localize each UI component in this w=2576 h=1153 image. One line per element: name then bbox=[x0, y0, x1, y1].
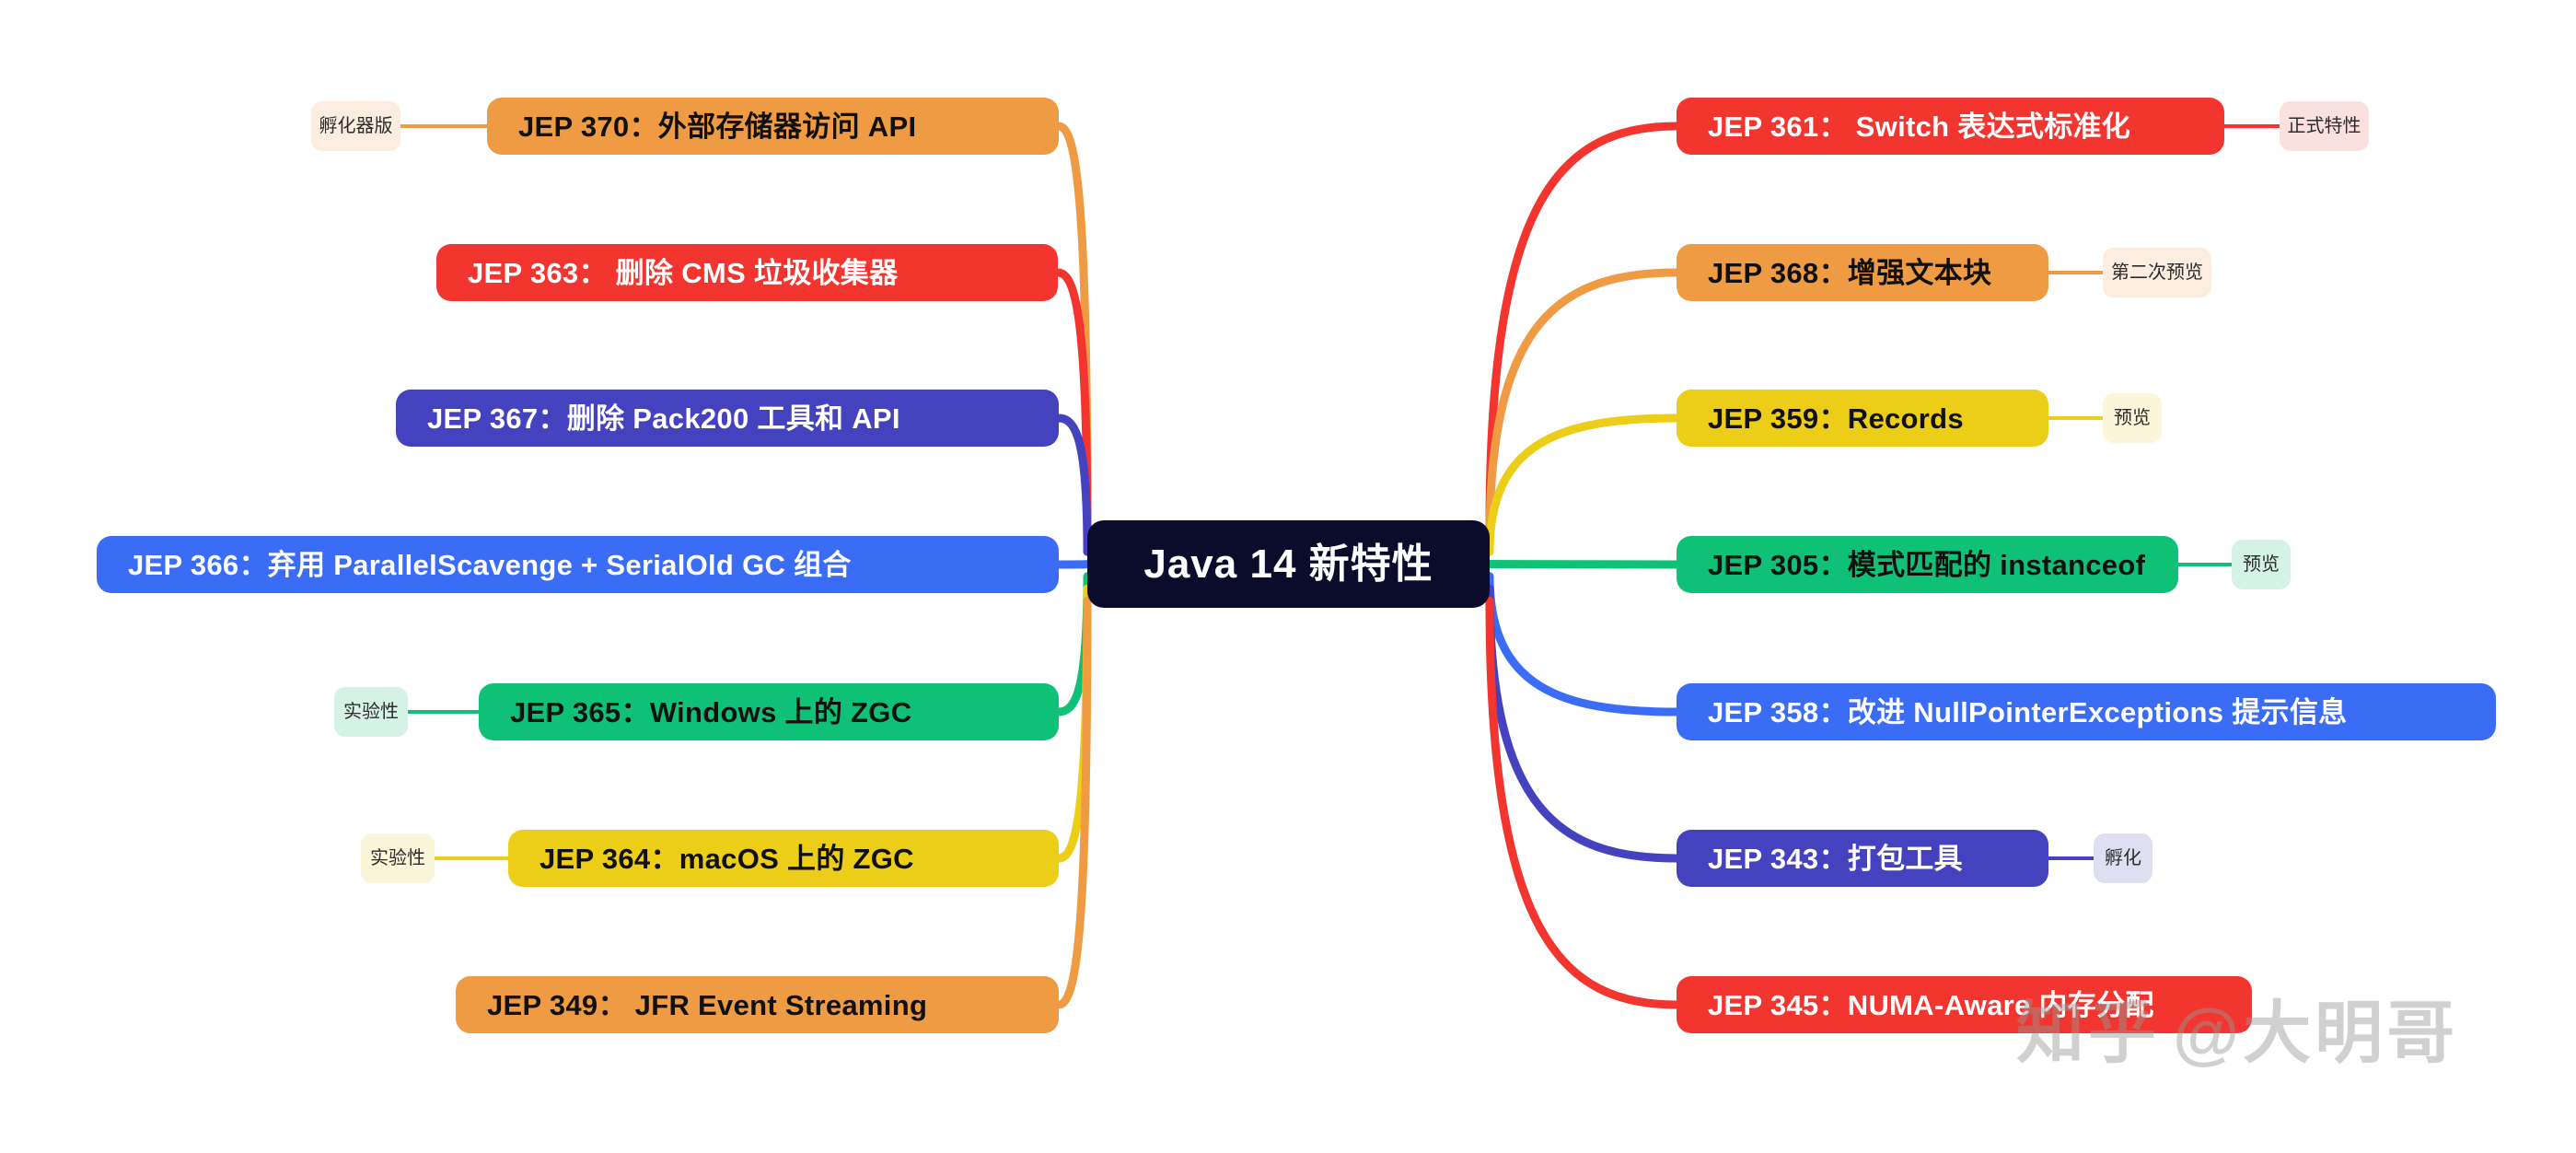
branch-tag-label: 实验性 bbox=[370, 848, 425, 868]
branch-node[interactable]: JEP 366：弃用 ParallelScavenge + SerialOld … bbox=[97, 536, 1059, 593]
branch-tag[interactable]: 实验性 bbox=[361, 833, 435, 883]
branch-node-label: JEP 366：弃用 ParallelScavenge + SerialOld … bbox=[128, 548, 852, 581]
branch-tag-label: 第二次预览 bbox=[2111, 262, 2203, 283]
branch-node[interactable]: JEP 370：外部存储器访问 API bbox=[487, 98, 1059, 155]
branch-connector bbox=[1054, 584, 1092, 863]
branch-node-label: JEP 364：macOS 上的 ZGC bbox=[540, 842, 914, 875]
branch-node-label: JEP 358：改进 NullPointerExceptions 提示信息 bbox=[1708, 695, 2348, 728]
branch-tag[interactable]: 孵化 bbox=[2094, 833, 2152, 883]
branch-node[interactable]: JEP 361： Switch 表达式标准化 bbox=[1677, 98, 2224, 155]
branch-node-label: JEP 365：Windows 上的 ZGC bbox=[510, 695, 912, 728]
branch-tag-label: 实验性 bbox=[343, 702, 399, 722]
branch-node[interactable]: JEP 364：macOS 上的 ZGC bbox=[508, 830, 1059, 887]
branch-node-label: JEP 345：NUMA-Aware 内存分配 bbox=[1708, 988, 2154, 1021]
branch-tag-label: 孵化 bbox=[2105, 848, 2141, 868]
branch-node-label: JEP 361： Switch 表达式标准化 bbox=[1708, 110, 2131, 143]
branch-node[interactable]: JEP 343：打包工具 bbox=[1677, 830, 2048, 887]
branch-connector bbox=[1054, 122, 1092, 532]
branch-node-label: JEP 363： 删除 CMS 垃圾收集器 bbox=[468, 256, 899, 289]
branch-node-label: JEP 367：删除 Pack200 工具和 API bbox=[427, 402, 900, 435]
branch-connector bbox=[1485, 413, 1681, 556]
branch-node-label: JEP 349： JFR Event Streaming bbox=[487, 988, 928, 1021]
branch-node[interactable]: JEP 365：Windows 上的 ZGC bbox=[479, 683, 1059, 740]
branch-tag[interactable]: 预览 bbox=[2103, 393, 2162, 443]
branch-tag-label: 预览 bbox=[2114, 408, 2151, 428]
branch-node[interactable]: JEP 363： 删除 CMS 垃圾收集器 bbox=[436, 244, 1058, 301]
root-node[interactable]: Java 14 新特性 bbox=[1087, 520, 1490, 608]
branch-tag[interactable]: 预览 bbox=[2232, 540, 2291, 589]
branch-node[interactable]: JEP 367：删除 Pack200 工具和 API bbox=[396, 390, 1059, 447]
branch-connector bbox=[1485, 584, 1681, 863]
branch-tag[interactable]: 孵化器版 bbox=[311, 101, 400, 151]
branch-node-label: JEP 368：增强文本块 bbox=[1708, 256, 1992, 289]
branch-node[interactable]: JEP 368：增强文本块 bbox=[1677, 244, 2048, 301]
branch-connector bbox=[1054, 572, 1092, 716]
branch-connector bbox=[1485, 572, 1681, 716]
branch-node[interactable]: JEP 345：NUMA-Aware 内存分配 bbox=[1677, 976, 2252, 1033]
branch-tag[interactable]: 第二次预览 bbox=[2103, 248, 2211, 297]
branch-node-label: JEP 305：模式匹配的 instanceof bbox=[1708, 548, 2146, 581]
branch-connector bbox=[1054, 596, 1092, 1009]
branch-connector bbox=[1485, 268, 1681, 544]
branch-node-label: JEP 359：Records bbox=[1708, 402, 1964, 435]
branch-tag-label: 孵化器版 bbox=[319, 116, 393, 136]
branch-node[interactable]: JEP 305：模式匹配的 instanceof bbox=[1677, 536, 2178, 593]
branch-node[interactable]: JEP 359：Records bbox=[1677, 390, 2048, 447]
branch-connector bbox=[1485, 596, 1681, 1009]
branch-node-label: JEP 343：打包工具 bbox=[1708, 842, 1963, 875]
branch-tag-label: 正式特性 bbox=[2287, 116, 2361, 136]
branch-tag-label: 预览 bbox=[2243, 554, 2280, 575]
branch-tag[interactable]: 实验性 bbox=[334, 687, 408, 737]
branch-node-label: JEP 370：外部存储器访问 API bbox=[518, 110, 917, 143]
branch-node[interactable]: JEP 358：改进 NullPointerExceptions 提示信息 bbox=[1677, 683, 2496, 740]
root-node-label: Java 14 新特性 bbox=[1143, 541, 1433, 587]
branch-connector bbox=[1053, 268, 1092, 544]
branch-connector bbox=[1054, 413, 1092, 556]
branch-tag[interactable]: 正式特性 bbox=[2280, 101, 2369, 151]
branch-connector bbox=[1485, 122, 1681, 532]
branch-node[interactable]: JEP 349： JFR Event Streaming bbox=[456, 976, 1059, 1033]
